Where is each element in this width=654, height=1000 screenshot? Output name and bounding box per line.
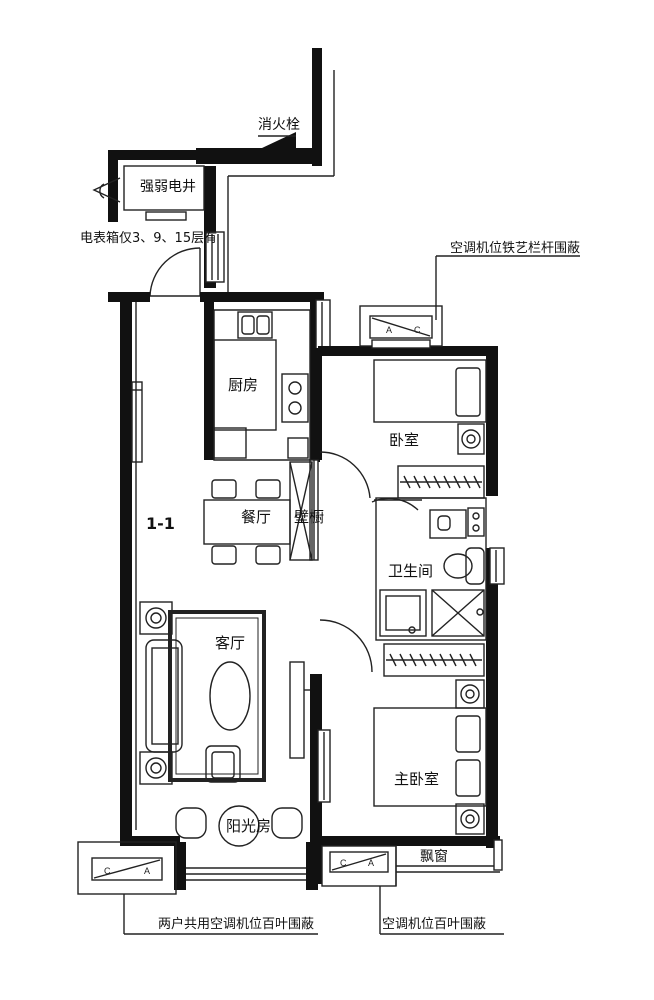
ac-letter-a: A — [386, 325, 392, 335]
kitchen-label: 厨房 — [228, 376, 259, 394]
electric-shaft — [92, 150, 205, 222]
fire-hydrant-label: 消火栓 — [258, 117, 300, 133]
meter-box-label: 电表箱仅3、9、15层有 — [80, 231, 218, 246]
master-bedroom-label: 主卧室 — [394, 770, 440, 788]
living-room-furniture — [139, 601, 310, 785]
living-label: 客厅 — [215, 634, 246, 652]
ac-letter-c: C — [414, 325, 421, 335]
bathroom-label: 卫生间 — [388, 562, 434, 580]
bay-window-label: 飘窗 — [420, 849, 448, 865]
sunroom-label: 阳光房 — [226, 817, 272, 835]
ac-shared-label: 两户共用空调机位百叶围蔽 — [158, 917, 315, 932]
corridor-walls — [196, 48, 335, 296]
bedroom-label: 卧室 — [389, 431, 420, 449]
ac-louver-label: 空调机位百叶围蔽 — [382, 917, 487, 932]
ac-unit-iron-railing — [359, 305, 443, 349]
ac-letter-a: A — [368, 858, 374, 868]
bathroom-fixtures — [319, 497, 487, 673]
dining-table — [203, 479, 291, 565]
ac-letter-c: C — [340, 858, 347, 868]
leader-lines — [123, 135, 580, 935]
ac-letter-a: A — [144, 866, 150, 876]
ac-unit-louver — [321, 845, 397, 887]
outer-walls — [108, 292, 505, 890]
entry-door — [149, 247, 201, 297]
sunroom-furniture — [175, 805, 303, 847]
kitchen-fixtures — [213, 309, 311, 461]
shaft-label: 强弱电井 — [140, 179, 196, 195]
ac-railing-label: 空调机位铁艺栏杆围蔽 — [450, 241, 581, 256]
ac-unit-shared — [77, 841, 177, 895]
ac-letters: A C C A C A — [104, 325, 421, 876]
wardrobe-wall-label: 壁橱 — [294, 508, 325, 526]
dining-label: 餐厅 — [241, 508, 272, 526]
plan-id-label: 1-1 — [146, 514, 175, 533]
master-bedroom-furniture — [373, 643, 487, 835]
ac-letter-c: C — [104, 866, 111, 876]
